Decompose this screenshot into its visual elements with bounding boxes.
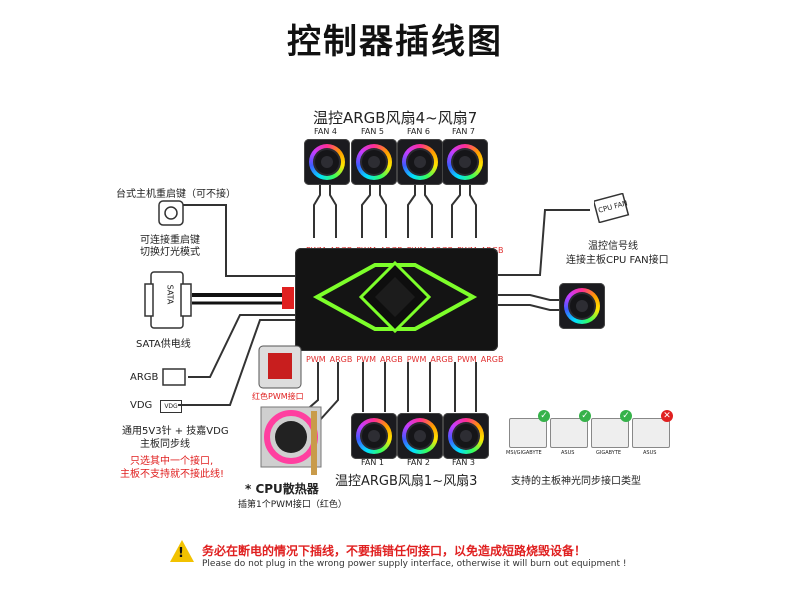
fan-right <box>559 283 605 329</box>
fan-7-label: FAN 7 <box>452 127 475 136</box>
port-argb-label: ARGB <box>430 355 454 364</box>
sata-connector-icon <box>144 271 192 329</box>
check-icon: ✓ <box>579 410 591 422</box>
mb-type-1-label: MSI/GIGABYTE <box>506 450 542 456</box>
vdg-plug-icon: VDG <box>160 400 182 413</box>
port-pwm-label: PWM <box>406 355 427 364</box>
signal-line-label: 温控信号线 <box>588 241 638 252</box>
port-pwm-label: PWM <box>356 355 376 364</box>
port-argb-label: ARGB <box>329 355 353 364</box>
port-pwm-label: PWM <box>306 355 326 364</box>
mb-type-1-icon <box>509 418 547 448</box>
mb-type-2-icon <box>550 418 588 448</box>
sync-note-1: 通用5V3针 + 技嘉VDG <box>122 426 229 437</box>
check-icon: ✓ <box>538 410 550 422</box>
fan-1 <box>351 413 397 459</box>
page-title: 控制器插线图 <box>287 22 503 62</box>
red-note-2: 主板不支持就不接此线! <box>120 469 225 480</box>
mb-type-3-icon <box>591 418 629 448</box>
argb-label: ARGB <box>130 372 159 383</box>
mb-type-4-label: ASUS <box>643 450 657 456</box>
argb-plug-icon <box>162 368 186 386</box>
reset-note-2: 切换灯光模式 <box>140 247 200 258</box>
warning-cn: 务必在断电的情况下插线，不要插错任何接口，以免造成短路烧毁设备！ <box>202 544 587 558</box>
mb-type-4-icon <box>632 418 670 448</box>
red-pwm-label: 红色PWM接口 <box>252 392 304 401</box>
hub-glow <box>312 260 478 334</box>
fan-6 <box>397 139 443 185</box>
fan-6-label: FAN 6 <box>407 127 430 136</box>
check-icon: ✓ <box>620 410 632 422</box>
fan-5-label: FAN 5 <box>361 127 384 136</box>
port-argb-label: ARGB <box>380 355 403 364</box>
fan-4 <box>304 139 350 185</box>
cpu-cooler-label: * CPU散热器 <box>245 482 319 496</box>
port-pwm-label: PWM <box>457 355 477 364</box>
mb-type-3-label: GIGABYTE <box>596 450 622 456</box>
fan-1-label: FAN 1 <box>361 458 384 467</box>
fan-4-label: FAN 4 <box>314 127 337 136</box>
signal-line-note: 连接主板CPU FAN接口 <box>566 255 669 266</box>
port-argb-label: ARGB <box>480 355 504 364</box>
vdg-label: VDG <box>130 400 153 411</box>
fan-2 <box>397 413 443 459</box>
sata-plug-text: SATA <box>165 284 175 305</box>
warning-en: Please do not plug in the wrong power su… <box>202 559 627 569</box>
sync-note-2: 主板同步线 <box>140 439 190 450</box>
mb-types-title: 支持的主板神光同步接口类型 <box>511 476 641 487</box>
mb-type-2-label: ASUS <box>561 450 575 456</box>
fan-2-label: FAN 2 <box>407 458 430 467</box>
fan-3-label: FAN 3 <box>452 458 475 467</box>
reset-button-label: 台式主机重启键（可不接） <box>116 189 236 200</box>
cross-icon: ✕ <box>661 410 673 422</box>
warning-icon <box>170 540 194 562</box>
fan-7 <box>442 139 488 185</box>
cpu-cooler-icon <box>260 406 322 475</box>
red-note-1: 只选其中一个接口, <box>130 456 214 467</box>
warning-mark: ! <box>178 546 184 561</box>
fan-5 <box>351 139 397 185</box>
bottom-fan-group-label: 温控ARGB风扇1~风扇3 <box>335 474 478 489</box>
sata-power-label: SATA供电线 <box>136 339 191 350</box>
reset-button-icon <box>158 200 184 226</box>
red-pwm-connector-icon <box>258 345 302 389</box>
fan-3 <box>443 413 489 459</box>
cpu-fan-connector-icon <box>594 193 630 223</box>
top-fan-group-label: 温控ARGB风扇4~风扇7 <box>313 109 478 127</box>
cpu-cooler-note: 插第1个PWM接口（红色） <box>238 500 347 510</box>
reset-note-1: 可连接重启键 <box>140 235 200 246</box>
